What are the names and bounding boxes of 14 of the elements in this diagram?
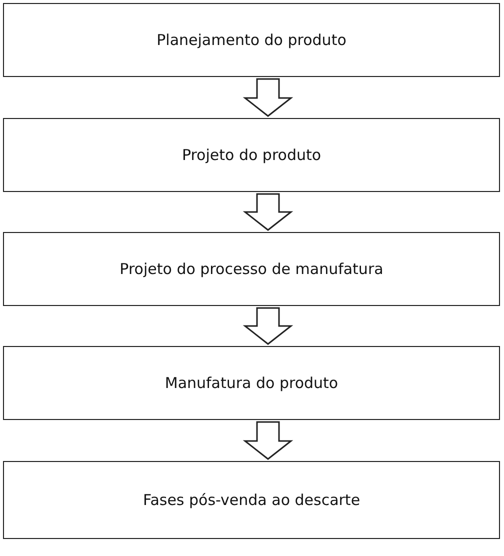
process-box <box>3 118 500 192</box>
step-label: Projeto do processo de manufatura <box>120 260 384 278</box>
block-arrow <box>242 307 294 345</box>
block-arrow <box>242 193 294 231</box>
step-label: Manufatura do produto <box>164 374 338 392</box>
process-box <box>3 232 500 306</box>
process-box <box>3 3 500 77</box>
block-arrow <box>242 78 294 117</box>
process-box <box>3 461 500 539</box>
step-label: Fases pós-venda ao descarte <box>142 491 360 509</box>
step-label: Planejamento do produto <box>156 31 346 49</box>
step-label: Projeto do produto <box>182 146 322 164</box>
block-arrow <box>242 421 294 460</box>
process-box <box>3 346 500 420</box>
